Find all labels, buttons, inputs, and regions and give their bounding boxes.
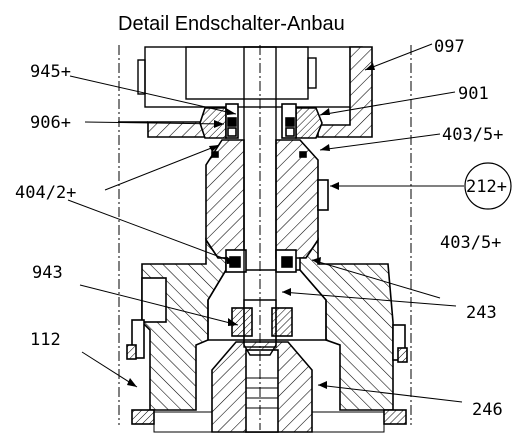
label-097: 097 [434,37,465,57]
valve-stem [243,45,277,430]
label-404: 404/2+ [15,183,76,203]
valve-cavity [207,269,327,341]
label-403-top: 403/5+ [442,125,503,145]
label-112: 112 [30,330,61,350]
intermediate-flange [205,139,329,259]
valve-plug [211,341,313,433]
leader-lines [67,43,464,403]
label-246: 246 [472,400,503,420]
switch-nut [199,103,323,139]
label-945: 945+ [30,62,71,82]
valve-body [126,237,408,433]
drawing-title: Detail Endschalter-Anbau [118,13,345,35]
label-943: 943 [32,263,63,283]
label-906: 906+ [30,113,71,133]
label-212: 212+ [466,177,507,197]
label-403-bottom: 403/5+ [440,233,501,253]
callout-circle-212 [464,162,512,210]
label-243: 243 [466,303,497,323]
label-901: 901 [458,84,489,104]
stem-bushing [231,307,293,337]
stem-seals [225,249,297,273]
